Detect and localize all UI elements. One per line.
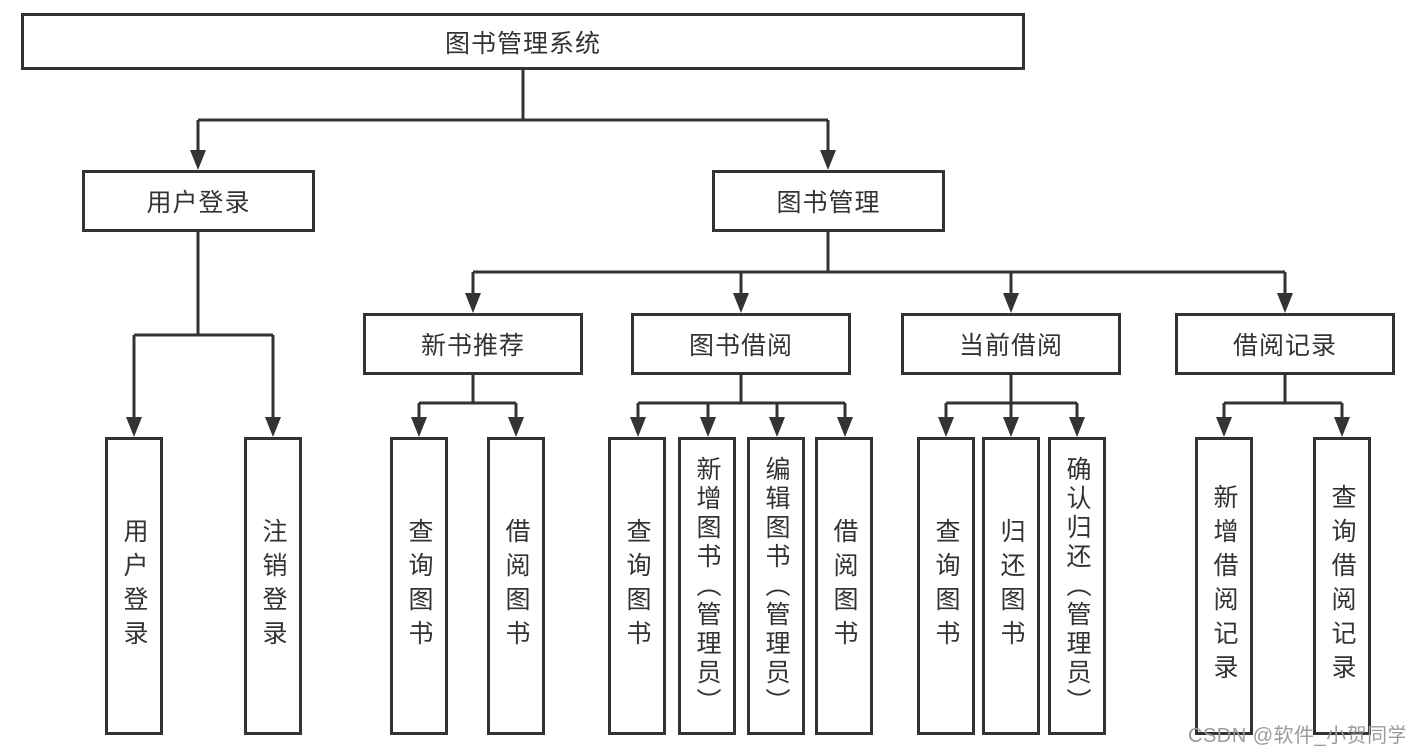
leaf-label: 查询借阅记录: [1328, 484, 1356, 688]
leaf-user-login-action: 用户登录: [105, 437, 163, 735]
leaf-label: 查询图书: [932, 518, 960, 654]
node-new-book-recommend: 新书推荐: [363, 313, 583, 375]
leaf-label: 借阅图书: [830, 518, 858, 654]
leaf-logout-action: 注销登录: [244, 437, 302, 735]
leaf-borrow-add-books-admin: 新增图书（管理员）: [678, 437, 736, 735]
node-label: 新书推荐: [420, 332, 525, 360]
leaf-label: 查询图书: [405, 518, 433, 654]
node-label: 借阅记录: [1232, 332, 1337, 360]
node-label: 图书借阅: [688, 332, 793, 360]
leaf-label: 确认归还（管理员）: [1063, 455, 1091, 717]
node-book-borrow: 图书借阅: [631, 313, 851, 375]
leaf-records-add-borrow-record: 新增借阅记录: [1195, 437, 1253, 735]
leaf-label: 借阅图书: [502, 518, 530, 654]
node-book-management: 图书管理: [712, 170, 945, 232]
node-current-borrow: 当前借阅: [901, 313, 1121, 375]
csdn-watermark: CSDN @软件_小贺同学: [1188, 725, 1405, 747]
leaf-records-query-borrow-record: 查询借阅记录: [1313, 437, 1371, 735]
leaf-recommend-query-books: 查询图书: [390, 437, 448, 735]
leaf-recommend-borrow-books: 借阅图书: [487, 437, 545, 735]
leaf-current-query-books: 查询图书: [917, 437, 975, 735]
node-user-login: 用户登录: [82, 170, 315, 232]
node-label: 图书管理系统: [444, 29, 601, 58]
node-label: 图书管理: [776, 189, 881, 217]
leaf-label: 查询图书: [623, 518, 651, 654]
leaf-label: 归还图书: [997, 518, 1025, 654]
node-root-library-system: 图书管理系统: [21, 13, 1025, 70]
leaf-label: 编辑图书（管理员）: [762, 455, 790, 717]
arrowhead-icons: [126, 150, 1350, 437]
node-label: 用户登录: [146, 189, 251, 217]
leaf-label: 注销登录: [259, 518, 287, 654]
leaf-borrow-borrow-books: 借阅图书: [815, 437, 873, 735]
leaf-current-return-books: 归还图书: [982, 437, 1040, 735]
node-borrow-records: 借阅记录: [1175, 313, 1395, 375]
leaf-label: 新增图书（管理员）: [693, 455, 721, 717]
leaf-label: 用户登录: [120, 518, 148, 654]
leaf-label: 新增借阅记录: [1210, 484, 1238, 688]
node-label: 当前借阅: [958, 332, 1063, 360]
leaf-current-confirm-return-admin: 确认归还（管理员）: [1048, 437, 1106, 735]
leaf-borrow-query-books: 查询图书: [608, 437, 666, 735]
leaf-borrow-edit-books-admin: 编辑图书（管理员）: [747, 437, 805, 735]
